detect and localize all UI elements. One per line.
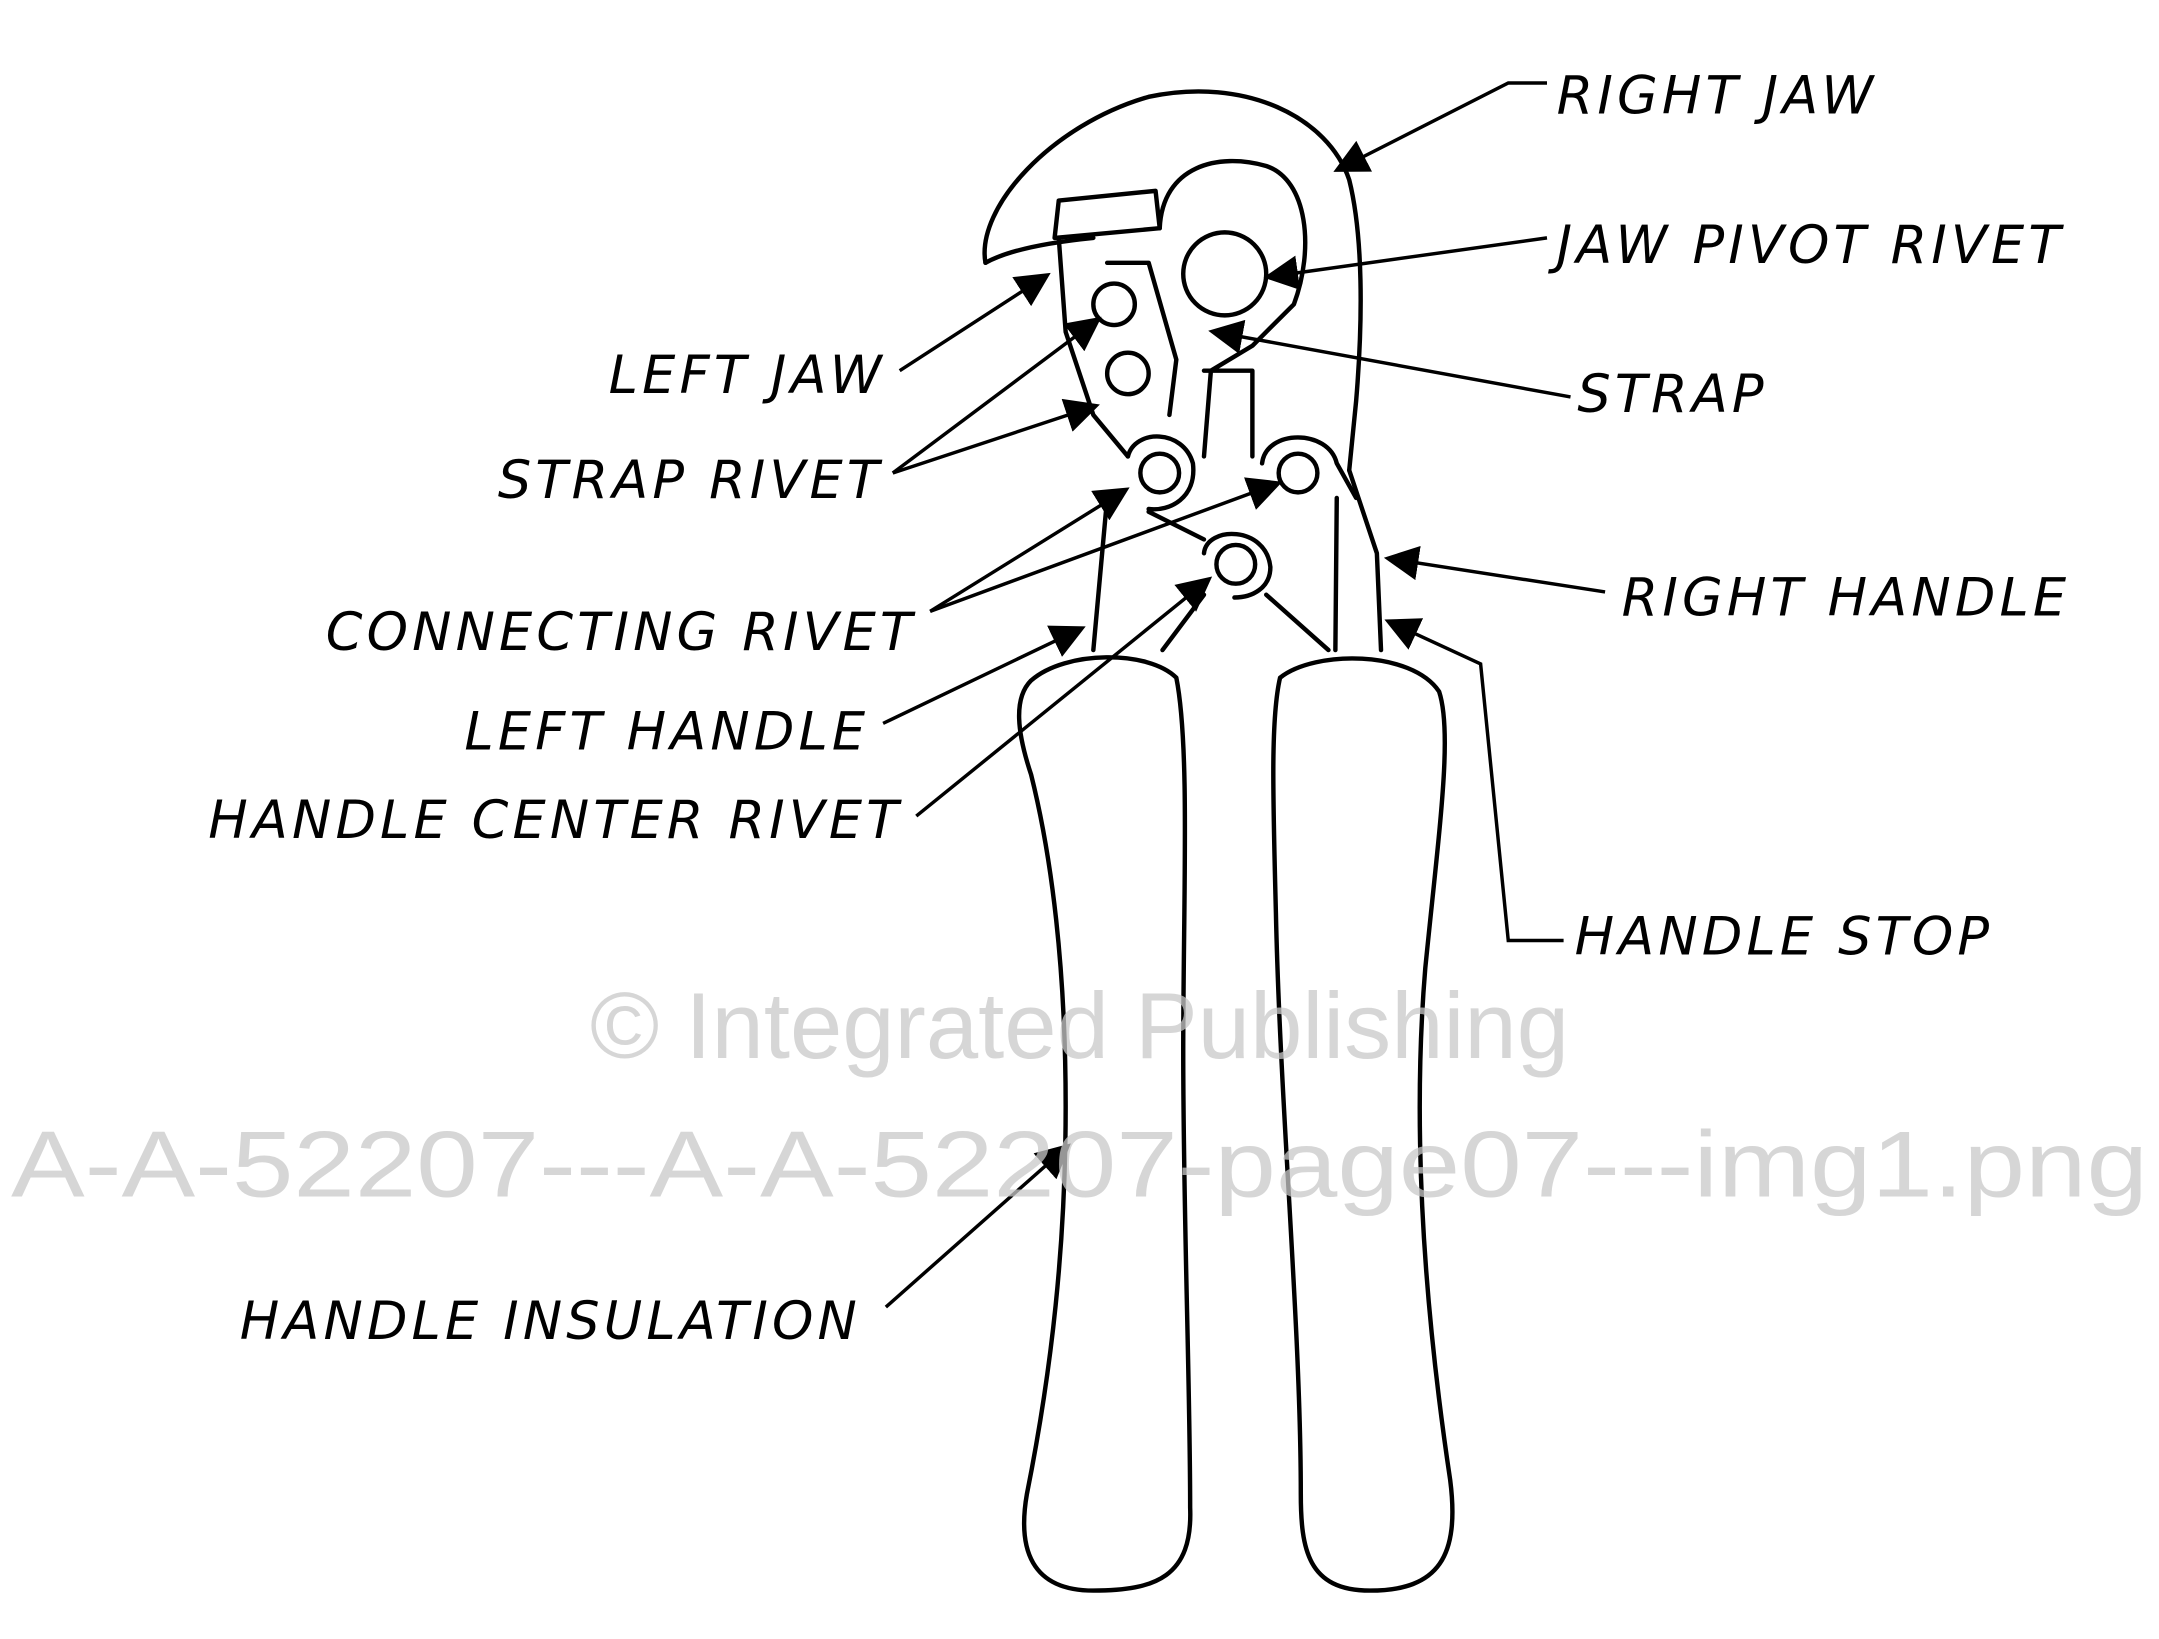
right-handle-insulation bbox=[1271, 656, 1455, 1593]
label-right-jaw: RIGHT JAW bbox=[1557, 65, 1878, 126]
label-handle-insulation: HANDLE INSULATION bbox=[240, 1291, 861, 1352]
leader-lines bbox=[882, 81, 1606, 1309]
right-jaw-shape bbox=[982, 89, 1363, 473]
watermark-copyright: © Integrated Publishing bbox=[590, 973, 1569, 1078]
left-handle-insulation bbox=[1016, 655, 1193, 1593]
connecting-rivet-left bbox=[1138, 451, 1182, 495]
label-strap-rivet: STRAP RIVET bbox=[498, 450, 883, 511]
label-jaw-pivot-rivet: JAW PIVOT RIVET bbox=[1548, 215, 2065, 276]
label-left-jaw: LEFT JAW bbox=[609, 345, 886, 406]
label-handle-center-rivet: HANDLE CENTER RIVET bbox=[208, 790, 902, 851]
handle-center-rivet bbox=[1214, 542, 1258, 586]
tool-drawing bbox=[982, 89, 1455, 1593]
watermark-filename: A-A-52207---A-A-52207-page07---img1.png bbox=[11, 1111, 2148, 1216]
right-handle-metal bbox=[1264, 468, 1384, 653]
label-strap: STRAP bbox=[1577, 364, 1767, 425]
strap-rivet-lower bbox=[1104, 350, 1151, 397]
jaw-pivot-rivet bbox=[1181, 230, 1269, 318]
label-handle-stop: HANDLE STOP bbox=[1575, 906, 1994, 967]
strap-rivet-upper bbox=[1091, 281, 1138, 328]
left-jaw-shape bbox=[1052, 188, 1162, 241]
label-left-handle: LEFT HANDLE bbox=[464, 702, 869, 763]
label-right-handle: RIGHT HANDLE bbox=[1622, 567, 2071, 628]
label-connecting-rivet: CONNECTING RIVET bbox=[326, 602, 917, 663]
strap-shape bbox=[1157, 158, 1308, 459]
connecting-rivet-right bbox=[1276, 451, 1320, 495]
